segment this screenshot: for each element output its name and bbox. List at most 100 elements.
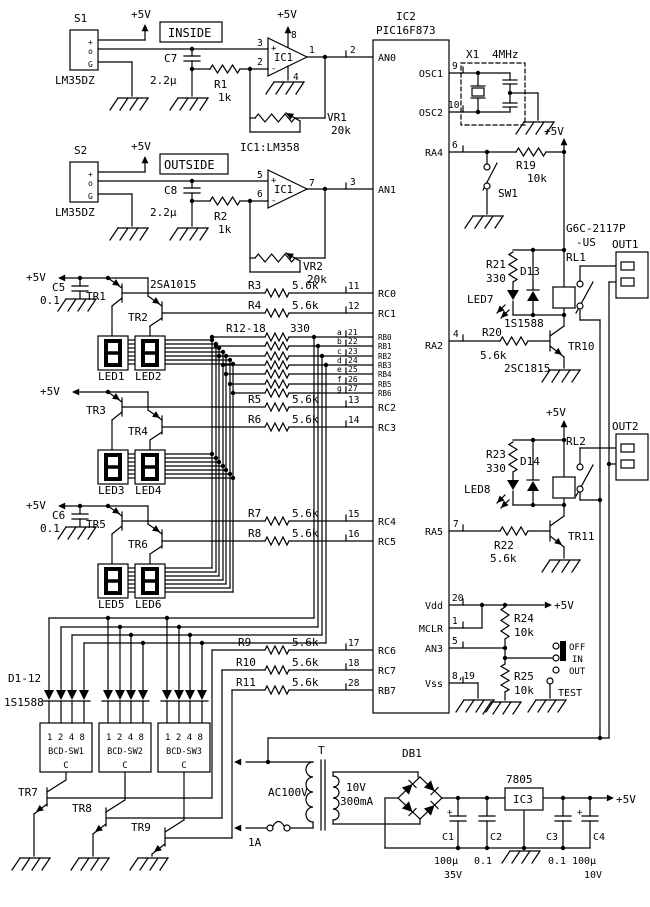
label-csign-217: + <box>577 808 583 818</box>
label-an3-170: AN3 <box>425 644 443 655</box>
label-sens_o-24: o <box>88 47 93 56</box>
label-p2-20: 2 <box>350 45 356 56</box>
label-rb7-165: RB7 <box>378 686 396 697</box>
label-g6c-60: G6C-2117P <box>566 222 626 235</box>
label-sc1815-74: 2SC1815 <box>504 362 550 375</box>
label-bcd3-192: BCD-SW3 <box>166 747 202 757</box>
label-k1-9: 1k <box>218 91 232 104</box>
label-p11-109: 11 <box>348 281 360 292</box>
label-in-180: IN <box>572 655 583 665</box>
label-v0p1-211: 0.1 <box>548 856 566 867</box>
label-k20-59: 20k <box>307 273 327 286</box>
label-led8-79: LED8 <box>464 483 491 496</box>
label-plus5v-87: +5V <box>26 271 46 284</box>
label-tr7-194: TR7 <box>18 786 38 799</box>
label-tr1-90: TR1 <box>86 290 106 303</box>
label-k5p6-112: 5.6k <box>292 299 319 312</box>
label-bcdc-187: C <box>63 761 68 771</box>
label-led1-93: LED1 <box>98 370 125 383</box>
label-test-182: TEST <box>558 688 582 699</box>
label-p1-13: 1 <box>309 45 315 56</box>
label-mhz4-27: 4MHz <box>492 48 519 61</box>
label-r21-64: R21 <box>486 258 506 271</box>
label-r23-76: R23 <box>486 448 506 461</box>
label-p8-12: 8 <box>291 30 297 41</box>
label-out1-63: OUT1 <box>612 238 639 251</box>
label-p13-140: 13 <box>348 395 359 406</box>
label-p7-51: 7 <box>309 178 315 189</box>
label-rc4-149: RC4 <box>378 517 396 528</box>
label-p5-49: 5 <box>257 170 263 181</box>
label-s1-2: S1 <box>74 12 87 25</box>
label-tr10-73: TR10 <box>568 340 595 353</box>
label-ma300-200: 300mA <box>340 795 373 808</box>
label-lm35dz-22: LM35DZ <box>55 74 95 87</box>
label-rc2-141: RC2 <box>378 403 396 414</box>
label-vss-172: Vss <box>425 679 443 690</box>
label-rl1-62: RL1 <box>566 251 586 264</box>
label-v10-214: 10V <box>584 870 602 881</box>
label-inside-4: INSIDE <box>168 26 211 40</box>
label-v330-77: 330 <box>486 462 506 475</box>
label-rb2-125: RB2 <box>378 352 392 361</box>
label-bcd1-186: BCD-SW1 <box>48 747 84 757</box>
label-p21-118: 21 <box>348 328 358 337</box>
label-lm35dz-54: LM35DZ <box>55 206 95 219</box>
label-rb3-128: RB3 <box>378 361 392 370</box>
label-c7-6: C7 <box>164 52 177 65</box>
label-led6-106: LED6 <box>135 598 162 611</box>
label-p9-28: 9 <box>452 61 458 72</box>
label-bcdrow-191: 1 2 4 8 <box>165 733 203 743</box>
label-out-181: OUT <box>569 667 586 677</box>
label-ra5-83: RA5 <box>425 527 443 538</box>
label-a1-201: 1A <box>248 836 262 849</box>
label-n7805-203: 7805 <box>506 773 533 786</box>
label-k5p6-139: 5.6k <box>292 393 319 406</box>
label-k5p6-147: 5.6k <box>292 507 319 520</box>
label-k10-35: 10k <box>527 172 547 185</box>
label-ic2-0: IC2 <box>396 10 416 23</box>
label-mclr-168: MCLR <box>419 624 444 635</box>
label-p28-164: 28 <box>348 678 360 689</box>
label-u100-212: 100µ <box>572 856 596 867</box>
label-rc7-161: RC7 <box>378 666 396 677</box>
label-k5p6-163: 5.6k <box>292 676 319 689</box>
label-rc5-153: RC5 <box>378 537 396 548</box>
label-db1-202: DB1 <box>402 747 422 760</box>
label-plus5v-100: +5V <box>26 499 46 512</box>
label-rb1-122: RB1 <box>378 342 392 351</box>
label-sw1-37: SW1 <box>498 187 518 200</box>
label-led5-105: LED5 <box>98 598 125 611</box>
label-r5-138: R5 <box>248 393 261 406</box>
label-outside-40: OUTSIDE <box>164 158 215 172</box>
label-r3-107: R3 <box>248 279 261 292</box>
label-k1-45: 1k <box>218 223 232 236</box>
label-bcdrow-188: 1 2 4 8 <box>106 733 144 743</box>
label-led3-98: LED3 <box>98 484 125 497</box>
label-p26-133: 26 <box>348 375 358 384</box>
label-p1-169: 1 <box>452 616 458 627</box>
label-c3-207: C3 <box>546 832 558 843</box>
label-d13-66: D13 <box>520 265 540 278</box>
label-rc3-145: RC3 <box>378 423 396 434</box>
label-p3-10: 3 <box>257 38 263 49</box>
label-sege-129: e <box>337 365 342 374</box>
label-t-197: T <box>318 744 325 757</box>
label-p20-167: 20 <box>452 593 464 604</box>
label-u100-209: 100µ <box>434 856 458 867</box>
label-ic3-204: IC3 <box>513 793 533 806</box>
label-tr8-195: TR8 <box>72 802 92 815</box>
label-rb5-134: RB5 <box>378 380 392 389</box>
label-k5p6-151: 5.6k <box>292 527 319 540</box>
label-segc-123: c <box>337 347 342 356</box>
label-k5p6-159: 5.6k <box>292 656 319 669</box>
label-is1588-184: 1S1588 <box>4 696 44 709</box>
label-sens_g-25: G <box>88 60 93 69</box>
label-g6cus-61: -US <box>576 236 596 249</box>
label-bcdc-190: C <box>122 761 127 771</box>
label-r7-146: R7 <box>248 507 261 520</box>
label-p24-127: 24 <box>348 356 358 365</box>
label-led2-94: LED2 <box>135 370 162 383</box>
label-s2-38: S2 <box>74 144 87 157</box>
